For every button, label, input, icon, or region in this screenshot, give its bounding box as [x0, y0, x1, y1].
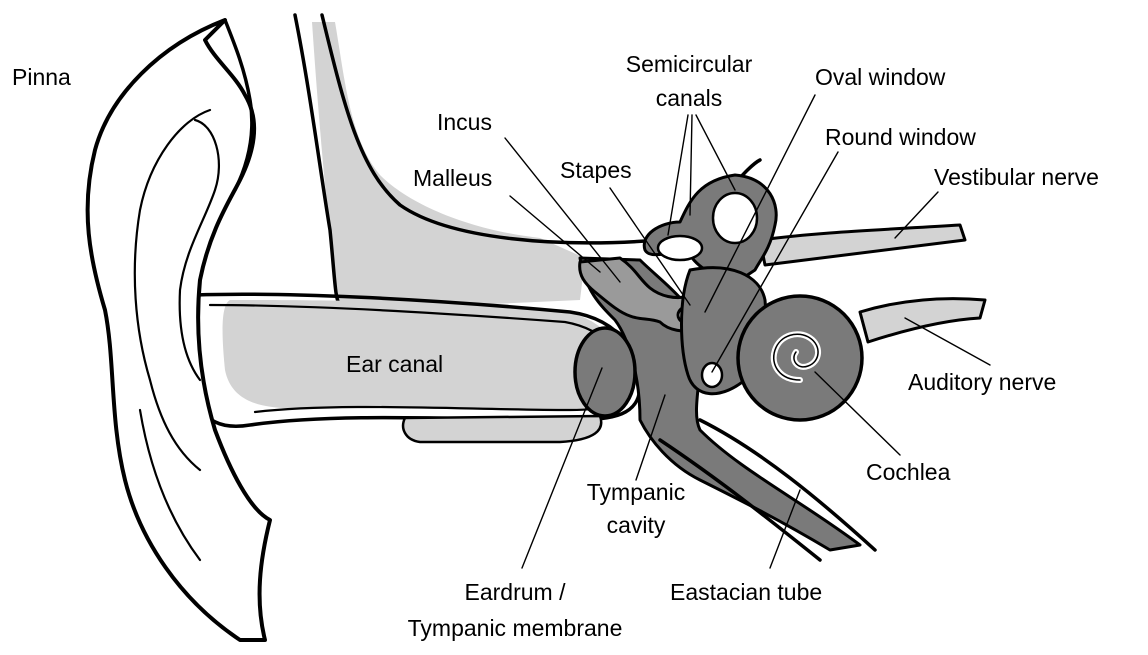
- semicircular-canal-hole-2: [658, 236, 702, 260]
- label-round-window: Round window: [825, 124, 976, 150]
- label-cochlea: Cochlea: [866, 459, 951, 485]
- cochlea-shape: [738, 296, 862, 420]
- label-pinna: Pinna: [12, 64, 71, 90]
- ear-illustration: [88, 15, 985, 640]
- lower-bone-piece: [403, 416, 601, 442]
- label-tympanic-cavity-line1: Tympanic: [587, 479, 685, 505]
- semicircular-canal-hole-1: [713, 193, 757, 243]
- label-malleus: Malleus: [413, 165, 492, 191]
- temporal-bone-region: [312, 22, 585, 305]
- leader-auditory-nerve: [905, 318, 990, 365]
- label-ear-canal: Ear canal: [346, 351, 443, 377]
- label-oval-window: Oval window: [815, 64, 946, 90]
- label-semicircular-line1: Semicircular: [626, 51, 753, 77]
- eardrum-shape: [575, 328, 635, 416]
- label-auditory-nerve: Auditory nerve: [908, 369, 1056, 395]
- label-incus: Incus: [437, 109, 492, 135]
- label-eustachian-tube: Eastacian tube: [670, 579, 822, 605]
- label-tympanic-cavity-line2: cavity: [607, 512, 666, 538]
- label-semicircular-line2: canals: [656, 85, 722, 111]
- label-vestibular-nerve: Vestibular nerve: [934, 164, 1099, 190]
- round-window-shape: [702, 363, 722, 387]
- label-eardrum-line1: Eardrum /: [465, 579, 567, 605]
- label-stapes: Stapes: [560, 157, 632, 183]
- label-eardrum-line2: Tympanic membrane: [408, 615, 623, 641]
- vestibular-nerve-shape: [760, 225, 965, 265]
- auditory-nerve-shape: [860, 299, 985, 343]
